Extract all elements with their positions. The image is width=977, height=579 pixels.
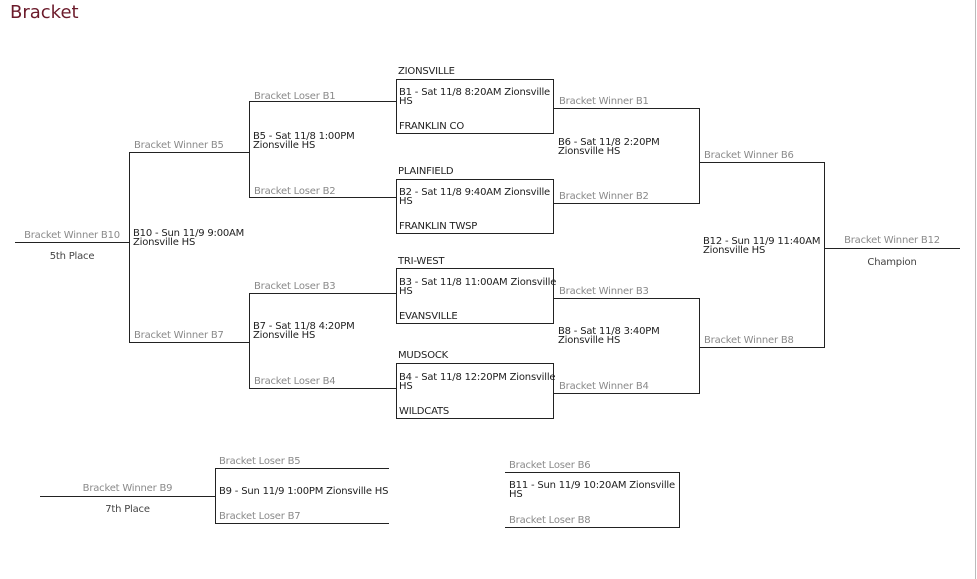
bracket-line xyxy=(249,293,396,294)
bracket-line xyxy=(699,108,700,204)
game-info: B6 - Sat 11/8 2:20PM xyxy=(558,137,660,148)
bracket-line xyxy=(553,298,699,299)
place-label: 7th Place xyxy=(105,504,150,515)
game-info: B10 - Sun 11/9 9:00AM xyxy=(133,228,245,239)
bracket-line xyxy=(699,298,700,394)
game-info: B12 - Sun 11/9 11:40AM xyxy=(703,236,821,247)
slot-winner: Bracket Winner B8 xyxy=(704,335,794,346)
game-box xyxy=(396,79,554,134)
game-info-2: HS xyxy=(399,196,413,207)
team-bottom: WILDCATS xyxy=(399,406,450,417)
game-info-2: Zionsville HS xyxy=(558,335,621,346)
bracket-line xyxy=(215,468,389,469)
game-box xyxy=(396,179,554,234)
bracket-line xyxy=(824,162,825,348)
bracket-line xyxy=(505,527,680,528)
bracket-line xyxy=(553,108,699,109)
slot-top: Bracket Loser B3 xyxy=(254,281,336,292)
game-box xyxy=(396,268,554,324)
team-top: MUDSOCK xyxy=(398,350,449,361)
game-info: B5 - Sat 11/8 1:00PM xyxy=(253,131,355,142)
bracket-line xyxy=(249,388,396,389)
game-info: B3 - Sat 11/8 11:00AM Zionsville xyxy=(399,277,557,288)
team-top: ZIONSVILLE xyxy=(398,66,455,77)
bracket-line xyxy=(699,162,824,163)
slot-bottom: Bracket Loser B8 xyxy=(509,515,591,526)
slot-winner: Bracket Winner B7 xyxy=(134,330,224,341)
game-info-2: HS xyxy=(399,381,413,392)
game-info: B9 - Sun 11/9 1:00PM Zionsville HS xyxy=(219,486,389,497)
slot-winner: Bracket Winner B10 xyxy=(24,230,120,241)
game-info: B8 - Sat 11/8 3:40PM xyxy=(558,326,660,337)
game-info: B1 - Sat 11/8 8:20AM Zionsville xyxy=(399,87,551,98)
bracket-line xyxy=(249,101,396,102)
slot-winner: Bracket Winner B12 xyxy=(844,235,940,246)
slot-top: Bracket Winner B3 xyxy=(559,286,649,297)
slot-bottom: Bracket Loser B2 xyxy=(254,186,336,197)
team-bottom: EVANSVILLE xyxy=(399,311,458,322)
bracket-line xyxy=(129,342,249,343)
bracket-line xyxy=(249,101,250,198)
game-info-2: Zionsville HS xyxy=(253,140,316,151)
bracket-line xyxy=(215,468,216,524)
bracket-line xyxy=(15,242,129,243)
team-bottom: FRANKLIN CO xyxy=(399,121,465,132)
slot-bottom: Bracket Winner B4 xyxy=(559,381,649,392)
game-info: B11 - Sun 11/9 10:20AM Zionsville xyxy=(509,480,675,491)
game-info-2: HS xyxy=(399,96,413,107)
bracket-line xyxy=(553,393,699,394)
bracket-line xyxy=(40,496,215,497)
bracket-line xyxy=(553,203,699,204)
game-info: B4 - Sat 11/8 12:20PM Zionsville xyxy=(399,372,556,383)
team-bottom: FRANKLIN TWSP xyxy=(399,221,478,232)
slot-top: Bracket Loser B6 xyxy=(509,460,591,471)
place-label: Champion xyxy=(867,257,917,268)
bracket-line xyxy=(129,152,249,153)
bracket-line xyxy=(824,248,960,249)
slot-top: Bracket Winner B1 xyxy=(559,96,649,107)
page-title: Bracket xyxy=(10,2,79,23)
slot-winner: Bracket Winner B6 xyxy=(704,150,794,161)
game-info-2: Zionsville HS xyxy=(703,245,766,256)
bracket-line xyxy=(215,523,389,524)
bracket-line xyxy=(249,197,396,198)
slot-bottom: Bracket Winner B2 xyxy=(559,191,649,202)
slot-bottom: Bracket Loser B7 xyxy=(219,511,301,522)
place-label: 5th Place xyxy=(49,251,95,262)
slot-winner: Bracket Winner B9 xyxy=(82,483,173,494)
game-info-2: HS xyxy=(399,286,413,297)
game-info-2: Zionsville HS xyxy=(253,330,316,341)
bracket-line xyxy=(129,152,130,343)
game-info-2: Zionsville HS xyxy=(558,146,621,157)
bracket-line xyxy=(249,293,250,389)
game-info: B2 - Sat 11/8 9:40AM Zionsville xyxy=(399,187,551,198)
team-top: PLAINFIELD xyxy=(398,166,454,177)
bracket-line xyxy=(505,472,680,473)
game-info-2: Zionsville HS xyxy=(133,237,196,248)
game-info-2: HS xyxy=(509,489,523,500)
slot-top: Bracket Loser B5 xyxy=(219,456,301,467)
slot-winner: Bracket Winner B5 xyxy=(134,140,224,151)
bracket-line xyxy=(699,347,824,348)
game-info: B7 - Sat 11/8 4:20PM xyxy=(253,321,355,332)
game-box xyxy=(396,363,554,419)
bracket-line xyxy=(679,472,680,528)
slot-top: Bracket Loser B1 xyxy=(254,91,336,102)
slot-bottom: Bracket Loser B4 xyxy=(254,376,336,387)
team-top: TRI-WEST xyxy=(398,256,445,267)
page-edge-divider xyxy=(975,0,976,579)
